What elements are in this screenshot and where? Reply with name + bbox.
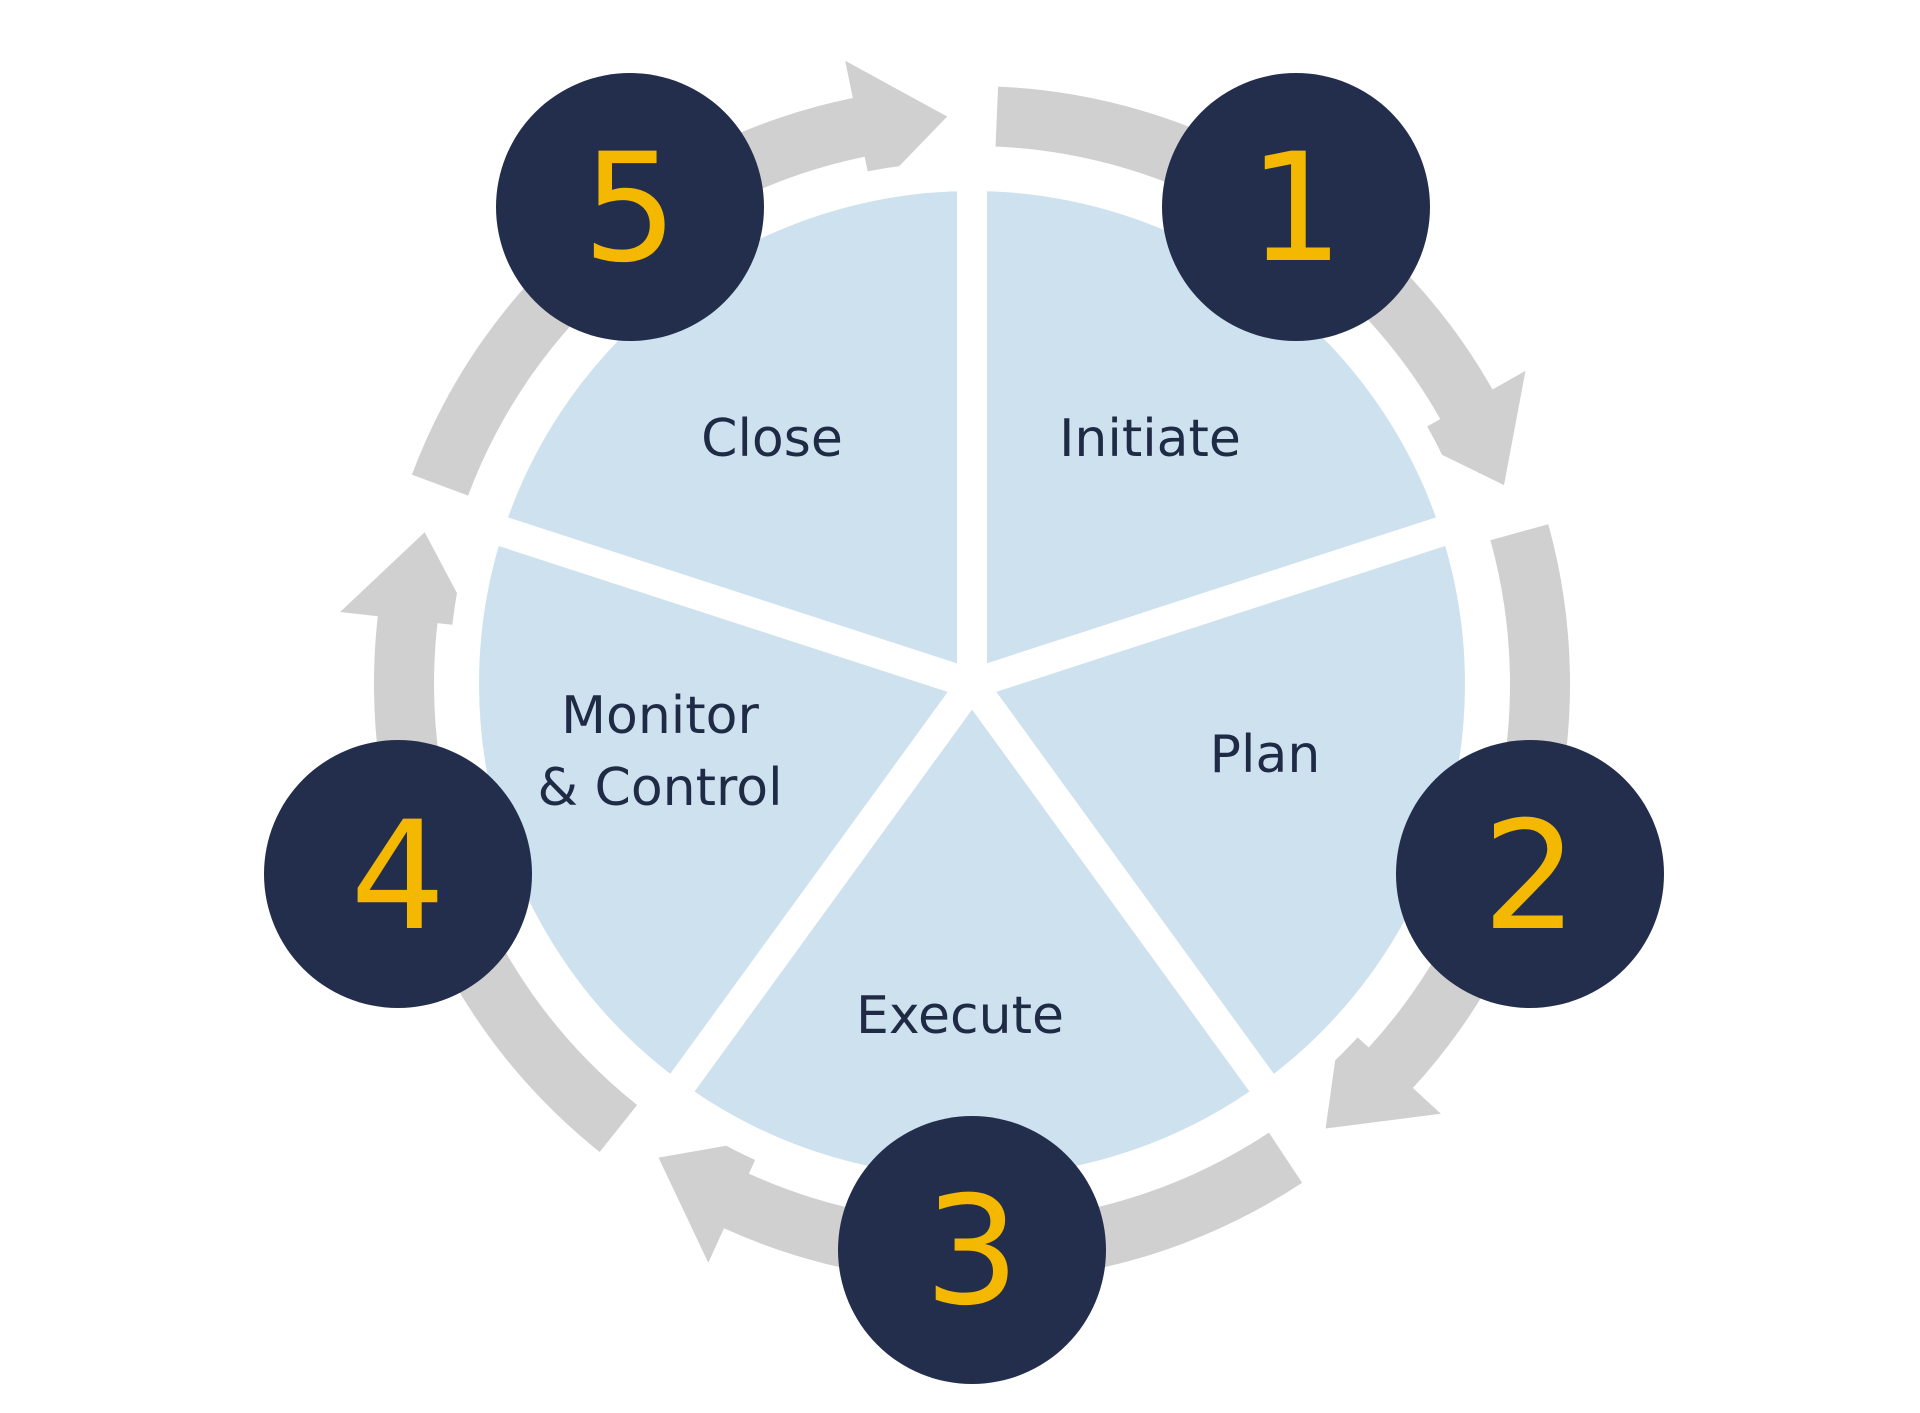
badge-2: 2 (1396, 740, 1664, 1008)
badge-3-number: 3 (924, 1165, 1019, 1339)
label-close: Close (701, 409, 843, 469)
badge-3-circle (838, 1116, 1106, 1384)
badge-2-circle (1396, 740, 1664, 1008)
badge-5-circle (496, 73, 764, 341)
badge-4: 4 (264, 740, 532, 1008)
cycle-arrow-5-to-1 (411, 60, 948, 496)
badge-5: 5 (496, 73, 764, 341)
label-execute: Execute (856, 986, 1064, 1046)
phase-segments (449, 160, 1495, 1208)
cycle-arrow-4-to-5 (340, 532, 638, 1152)
label-monitor: Monitor (561, 686, 759, 746)
badge-2-number: 2 (1482, 790, 1577, 964)
badge-1-circle (1162, 73, 1430, 341)
label-plan: Plan (1210, 725, 1321, 785)
badge-4-circle (264, 740, 532, 1008)
cycle-arrow-3-to-4 (658, 1132, 1303, 1283)
badge-5-number: 5 (582, 122, 677, 296)
badge-4-number: 4 (350, 790, 445, 964)
badge-1-number: 1 (1248, 122, 1343, 296)
label-control: & Control (537, 758, 782, 818)
label-initiate: Initiate (1059, 409, 1241, 469)
badge-1: 1 (1162, 73, 1430, 341)
badge-3: 3 (838, 1116, 1106, 1384)
